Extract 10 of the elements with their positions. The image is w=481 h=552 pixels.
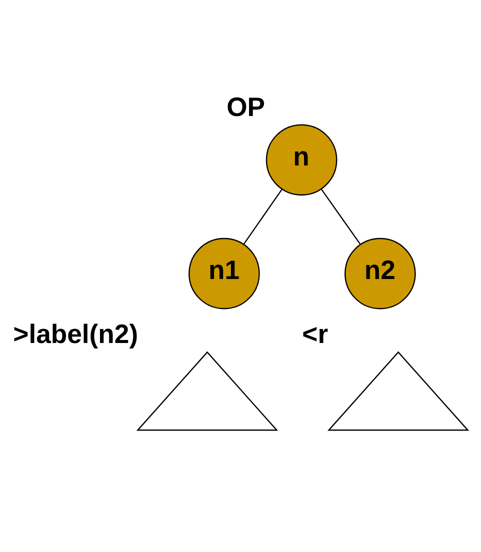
node-triangle [327,351,470,431]
node-label: >label(n2) [13,319,138,350]
node-circle: n2 [344,238,416,310]
node-triangle [136,351,278,431]
node-label: <r [302,319,328,350]
node-circle: n1 [188,238,260,310]
node-label: OP [226,92,266,122]
connector [243,188,283,245]
connector [320,188,361,245]
node-circle: n [266,124,338,196]
